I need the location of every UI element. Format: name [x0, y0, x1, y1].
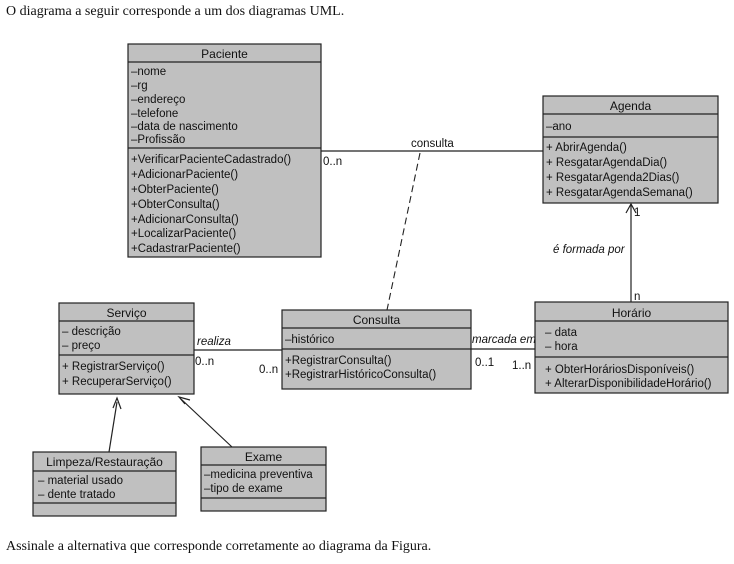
attribute: –data de nascimento	[131, 121, 238, 133]
marcada-em-label: marcada em	[472, 334, 536, 346]
agenda-multiplicity: 1	[634, 207, 640, 219]
paciente-multiplicity: 0..n	[323, 156, 342, 168]
horario-left-multiplicity: 1..n	[512, 360, 531, 372]
attribute: – dente tratado	[38, 489, 115, 501]
consulta-association-class-link	[386, 152, 421, 311]
attribute: – hora	[545, 341, 578, 353]
realiza-label: realiza	[197, 336, 231, 348]
agenda-navigation-arrow	[625, 202, 637, 214]
question-intro: O diagrama a seguir corresponde a um dos…	[6, 4, 345, 19]
attribute: –endereço	[131, 94, 185, 106]
exame-generalization-line	[180, 398, 233, 448]
attribute: –telefone	[131, 108, 178, 120]
operation: + ResgatarAgendaSemana()	[546, 187, 693, 199]
class-title: Limpeza/Restauração	[46, 455, 163, 469]
class-limpeza-restauracao: Limpeza/Restauração – material usado – d…	[32, 451, 177, 517]
operation: +ObterConsulta()	[131, 199, 220, 211]
attribute: – data	[545, 327, 578, 339]
question-prompt: Assinale a alternativa que corresponde c…	[6, 539, 432, 554]
operation: +AdicionarPaciente()	[131, 169, 238, 181]
consulta-right-multiplicity: 0..1	[475, 357, 494, 369]
attribute: –histórico	[285, 334, 334, 346]
class-title: Paciente	[201, 47, 248, 61]
consulta-assoc-label: consulta	[411, 138, 454, 150]
operation: +RegistrarConsulta()	[285, 355, 392, 367]
formada-por-label: é formada por	[553, 244, 626, 256]
attribute: – material usado	[38, 475, 123, 487]
class-title: Exame	[245, 450, 283, 464]
class-title: Horário	[612, 306, 652, 320]
attribute: –medicina preventiva	[204, 469, 313, 481]
class-title: Agenda	[610, 99, 652, 113]
attribute: – preço	[62, 340, 100, 352]
operation: + ObterHoráriosDisponíveis()	[545, 364, 694, 376]
class-title: Serviço	[106, 306, 146, 320]
horario-top-multiplicity: n	[634, 291, 640, 303]
operation: +VerificarPacienteCadastrado()	[131, 154, 291, 166]
attribute: –tipo de exame	[204, 483, 283, 495]
operation: + AlterarDisponibilidadeHorário()	[545, 378, 712, 390]
class-agenda: Agenda –ano + AbrirAgenda() + ResgatarAg…	[542, 95, 719, 204]
consulta-left-multiplicity: 0..n	[259, 364, 278, 376]
limpeza-generalization-arrowhead	[112, 396, 122, 410]
operation: + ResgatarAgendaDia()	[546, 157, 667, 169]
attribute: – descrição	[62, 326, 121, 338]
class-exame: Exame –medicina preventiva –tipo de exam…	[200, 446, 327, 512]
operation: +ObterPaciente()	[131, 184, 219, 196]
operation: + ResgatarAgenda2Dias()	[546, 172, 679, 184]
attribute: –rg	[131, 80, 148, 92]
operation: +LocalizarPaciente()	[131, 228, 236, 240]
operation: +AdicionarConsulta()	[131, 214, 239, 226]
operation: +RegistrarHistóricoConsulta()	[285, 369, 436, 381]
class-title: Consulta	[353, 313, 401, 327]
operation: + AbrirAgenda()	[546, 142, 627, 154]
operation: + RecuperarServiço()	[62, 376, 172, 388]
operation: +CadastrarPaciente()	[131, 243, 241, 255]
servico-multiplicity: 0..n	[195, 356, 214, 368]
class-servico: Serviço – descrição – preço + RegistrarS…	[58, 302, 195, 395]
class-paciente: Paciente –nome –rg –endereço –telefone –…	[127, 43, 322, 258]
attribute: –Profissão	[131, 134, 185, 146]
attribute: –ano	[546, 121, 572, 133]
operation: + RegistrarServiço()	[62, 361, 165, 373]
exame-generalization-arrowhead	[177, 395, 191, 405]
attribute: –nome	[131, 66, 166, 78]
class-horario: Horário – data – hora + ObterHoráriosDis…	[534, 301, 729, 394]
class-consulta: Consulta –histórico +RegistrarConsulta()…	[281, 309, 472, 390]
limpeza-generalization-line	[108, 401, 118, 453]
